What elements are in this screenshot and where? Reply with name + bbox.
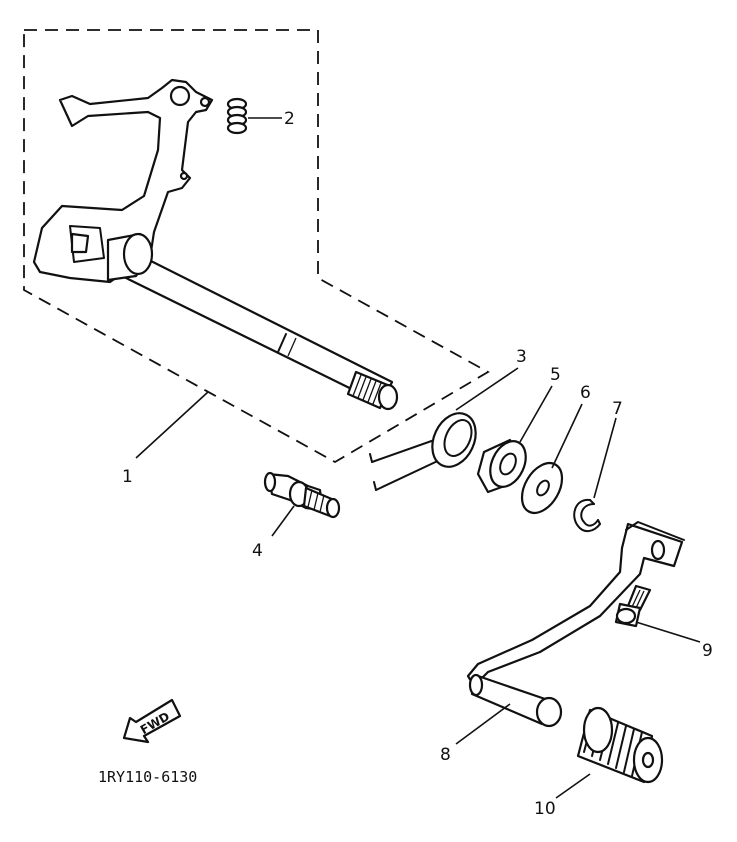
label-part-6: 6 (580, 383, 591, 403)
label-part-10: 10 (534, 799, 556, 819)
part-6-washer (520, 462, 564, 514)
part-4-stud-bolt (263, 471, 341, 519)
part-7-circlip (573, 498, 601, 532)
fwd-arrow: FWD (122, 698, 182, 744)
part-1-shift-shaft (32, 78, 399, 411)
assembly-boundary (23, 29, 490, 464)
label-part-1: 1 (122, 467, 133, 487)
part-10-pedal-rubber (576, 706, 664, 784)
label-part-7: 7 (612, 399, 623, 419)
label-part-2: 2 (284, 109, 295, 129)
drawing-code: 1RY110-6130 (98, 768, 197, 786)
label-part-9: 9 (702, 641, 713, 661)
part-9-bolt (614, 584, 652, 628)
part-3-torsion-spring (369, 412, 477, 491)
part-2-spring (226, 97, 248, 135)
leader-lines (135, 117, 701, 799)
part-8-shift-pedal (466, 521, 685, 728)
label-part-3: 3 (516, 347, 527, 367)
label-part-4: 4 (252, 541, 263, 561)
part-5-collar (476, 438, 527, 494)
label-part-5: 5 (550, 365, 561, 385)
label-part-8: 8 (440, 745, 451, 765)
